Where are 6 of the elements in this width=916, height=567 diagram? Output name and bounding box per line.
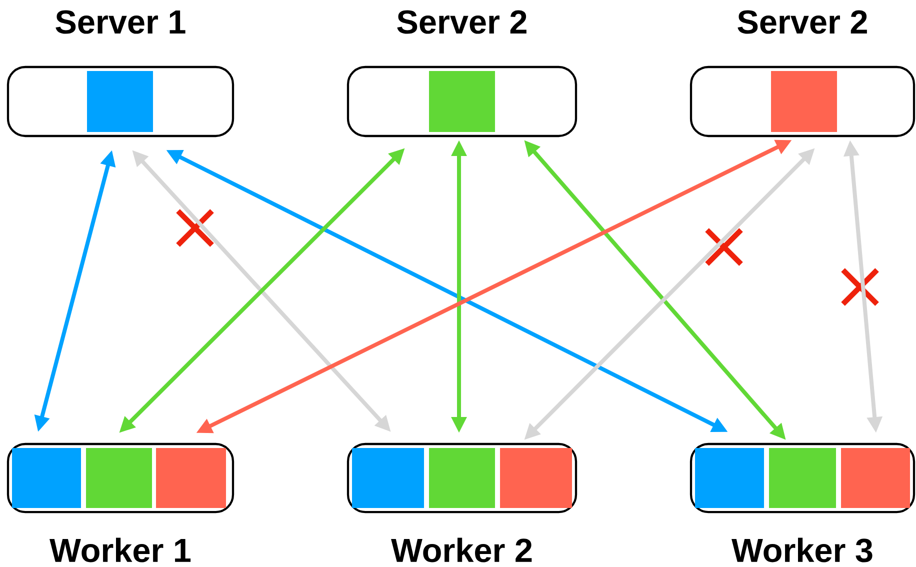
box-title: Worker 3	[732, 538, 872, 562]
box-title: Server 2	[397, 10, 526, 34]
box-title: Server 1	[56, 10, 186, 34]
box-title: Worker 1	[50, 538, 191, 562]
box-title: Worker 2	[391, 538, 532, 562]
box-title: Server 2	[738, 10, 867, 34]
